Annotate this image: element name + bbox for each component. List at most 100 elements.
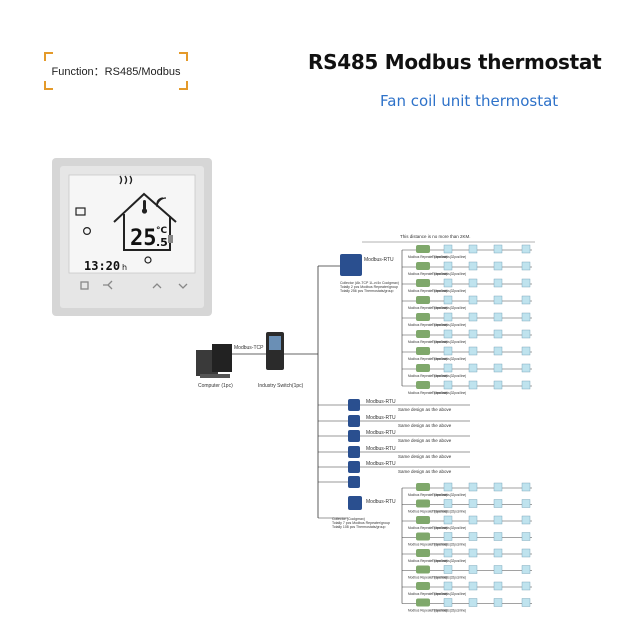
repeater-label: Modbus Repeater (1pc/line) [408,543,447,547]
thermostat-icon [521,261,531,271]
thermostat-icon [493,548,503,558]
repeater-label: Modbus Repeater (1pc/line) [408,510,447,514]
repeater-icon [416,582,430,590]
thermostat-icon [521,548,531,558]
repeater-label: Modbus Repeater (1pc/line) [408,357,447,361]
repeater-icon [416,499,430,508]
repeater-icon [416,364,430,372]
thermostat-label: Thermostats(32pcs/line) [432,306,466,310]
corner-bracket [179,52,188,61]
thermostat-icon [493,346,503,356]
thermostat-icon [521,346,531,356]
collector-top [340,254,362,276]
rtu-label: Modbus-RTU [366,461,396,467]
function-badge: Function：RS485/Modbus [44,52,188,90]
thermostat-icon [443,278,453,288]
same-design-label: Same design as the above [398,454,452,459]
thermostat-icon [468,244,478,254]
thermostat-label: Thermostats(32pcs/line) [432,609,466,613]
computer-icon [196,344,232,378]
repeater-label: Modbus Repeater (1pc/line) [408,559,447,563]
same-design-label: Same design as the above [398,423,452,428]
thermostat-label: Thermostats(32pcs/line) [432,289,466,293]
thermostat-icon [493,295,503,305]
repeater-label: Modbus Repeater (1pc/line) [408,323,447,327]
thermostat-icon [468,380,478,390]
thermostat-icon [493,598,503,607]
collector-bottom [348,496,362,510]
switch-label: Industry Switch(1pc) [258,383,304,389]
repeater-icon [416,313,430,321]
wifi-icon [156,197,167,208]
thermostat-icon [493,482,503,492]
repeater-icon [416,565,430,574]
switch-icon [266,332,284,370]
thermostat-icon [521,278,531,288]
thermostat-label: Thermostats(32pcs/line) [432,323,466,327]
thermostat-illustration: 25 °C .5 13:20 h [52,158,212,316]
thermostat-icon [521,565,531,574]
function-label: Function：RS485/Modbus [51,66,181,78]
thermostat-label: Thermostats(32pcs/line) [432,255,466,259]
repeater-icon [416,483,430,491]
rtu-label: Modbus-RTU [366,415,396,421]
rtu-label-top: Modbus-RTU [364,257,394,263]
thermostat-label: Thermostats(32pcs/line) [432,272,466,276]
thermostat-icon [493,244,503,254]
repeater-icon [416,516,430,524]
repeater-icon [416,347,430,355]
repeater-label: Modbus Repeater (1pc/line) [408,255,447,259]
thermostat-icon [521,482,531,492]
thermostat-icon [443,380,453,390]
menu-button[interactable] [80,281,89,290]
repeater-label: Modbus Repeater (1pc/line) [408,493,447,497]
repeater-icon [416,381,430,389]
collector-top-line3: Totally 256 pcs Thermostats/group [340,289,393,293]
repeater-label: Modbus Repeater (1pc/line) [408,340,447,344]
temperature-decimal: .5 [156,236,168,249]
thermostat-icon [521,329,531,339]
rtu-label: Modbus-RTU [366,430,396,436]
repeater-icon [416,279,430,287]
repeater-label: Modbus Repeater (1pc/line) [408,289,447,293]
panel-screen [68,174,196,274]
corner-bracket [44,52,53,61]
thermostat-icon [468,346,478,356]
thermostat-label: Thermostats(32pcs/line) [432,357,466,361]
thermostat-icon [443,244,453,254]
thermostat-icon [493,515,503,525]
repeater-icon [416,262,430,270]
repeater-label: Modbus Repeater (1pc/line) [408,576,447,580]
thermostat-icon [521,363,531,373]
house-icon [113,192,177,223]
thermostat-icon [443,295,453,305]
thermostat-icon [521,295,531,305]
fan-button[interactable] [103,280,113,290]
repeater-label: Modbus Repeater (1pc/line) [408,374,447,378]
repeater-group-bottom: Modbus Repeater (1pc/line)Thermostats(32… [401,482,532,613]
corner-bracket [179,81,188,90]
thermostat-icon [521,581,531,591]
thermostat-icon [493,581,503,591]
collector-top-line1: Collector (Ah-TCP 1L-n/4x Coolgmax) [340,281,399,285]
thermostat-label: Thermostats(32pcs/line) [432,592,466,596]
repeater-label: Modbus Repeater (1pc/line) [408,306,447,310]
thermostat-icon [521,244,531,254]
collector-icon [348,446,360,458]
repeater-label: Modbus Repeater (1pc/line) [408,391,447,395]
thermostat-icon [521,532,531,541]
thermostat-icon [493,312,503,322]
calendar-icon [75,207,86,216]
collector-bottom-line2: Totally 7 pcs Modbus Repeater/group [332,521,390,525]
thermostat-icon [443,532,453,541]
thermostat-icon [443,346,453,356]
repeater-icon [416,296,430,304]
up-button[interactable] [152,283,162,289]
page-title: RS485 Modbus thermostat [308,50,602,74]
clock-icon [83,226,92,235]
down-button[interactable] [178,283,188,289]
thermostat-label: Thermostats(32pcs/line) [432,493,466,497]
thermostat-icon [468,532,478,541]
thermostat-icon [468,278,478,288]
